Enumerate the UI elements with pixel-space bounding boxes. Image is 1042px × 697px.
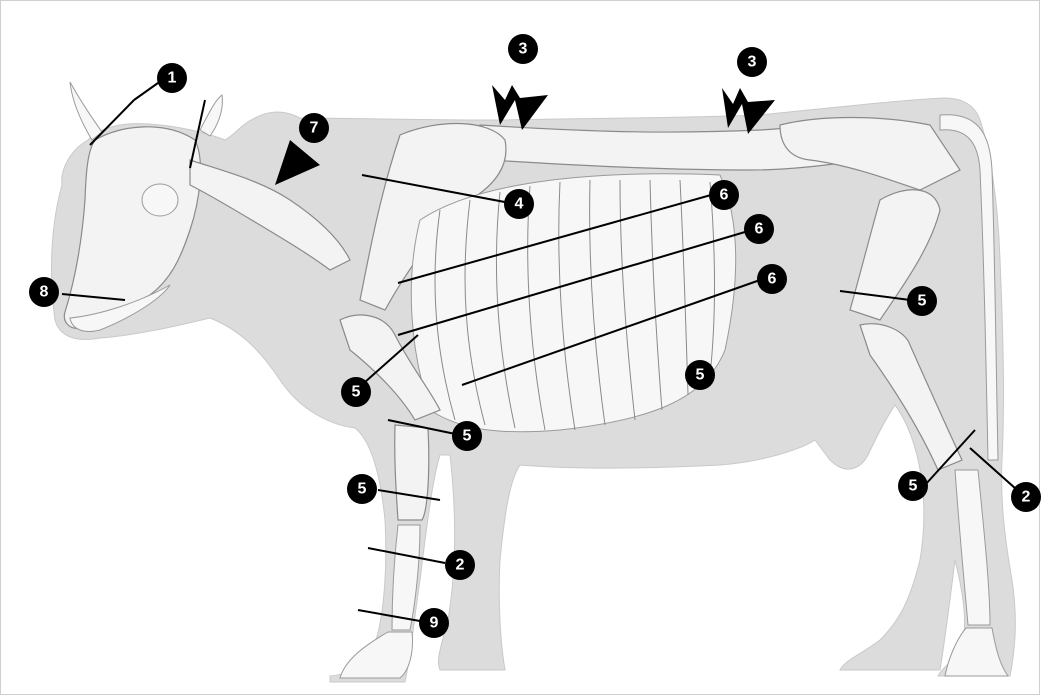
label-badge-7: 7 [299,113,329,143]
label-badge-4: 4 [504,189,534,219]
label-badge-5-belly: 5 [685,360,715,390]
label-number: 1 [168,70,177,87]
label-badge-2-front: 2 [445,550,475,580]
label-badge-6a: 6 [709,180,739,210]
label-number: 7 [310,120,319,137]
label-number: 4 [515,196,524,213]
label-badge-5-forearm: 5 [347,474,377,504]
label-number: 2 [456,557,465,574]
label-number: 6 [768,271,777,288]
label-number: 5 [358,481,367,498]
label-number: 9 [430,615,439,632]
label-badge-8: 8 [29,277,59,307]
label-badge-6b: 6 [744,214,774,244]
label-number: 5 [352,384,361,401]
label-number: 2 [1022,489,1031,506]
label-badge-5-elbow: 5 [452,421,482,451]
horn-right [200,95,222,136]
label-badge-2-hind: 2 [1011,482,1041,512]
label-badge-3b: 3 [737,47,767,77]
eye-socket [142,184,178,216]
label-number: 5 [909,478,918,495]
label-badge-6c: 6 [757,264,787,294]
label-number: 3 [748,54,757,71]
front-forearm [395,425,429,520]
label-number: 8 [40,284,49,301]
label-number: 6 [755,221,764,238]
label-badge-3a: 3 [508,34,538,64]
front-hoof [340,632,413,678]
label-badge-5-thigh: 5 [907,286,937,316]
label-number: 3 [519,41,528,58]
label-badge-1: 1 [157,63,187,93]
label-badge-9: 9 [419,608,449,638]
horn-left [70,82,102,140]
front-cannon [392,525,420,630]
label-number: 6 [720,187,729,204]
label-number: 5 [918,293,927,310]
label-number: 5 [463,428,472,445]
ribcage [411,174,735,432]
label-number: 5 [696,367,705,384]
label-badge-5-hock: 5 [898,471,928,501]
label-badge-5-shoulder: 5 [341,377,371,407]
